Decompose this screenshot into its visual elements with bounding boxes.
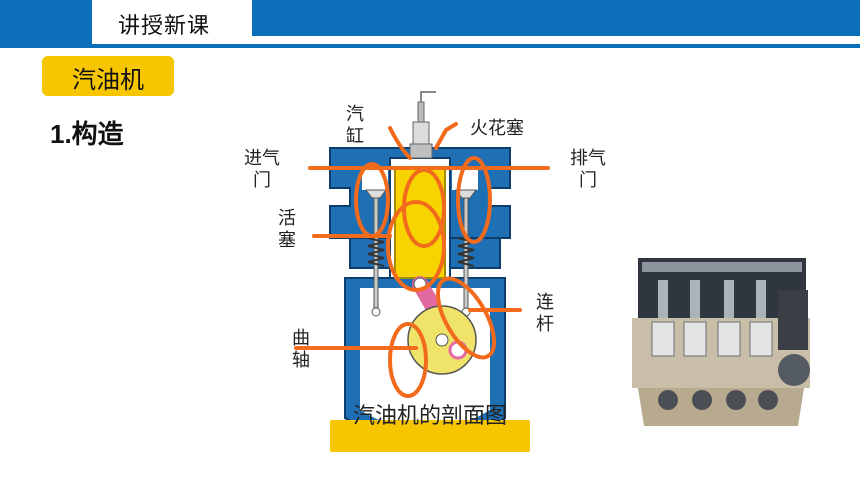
label-exhaust-valve: 排气门 — [570, 148, 606, 191]
label-intake-valve: 进气门 — [244, 148, 280, 191]
page-title: 讲授新课 — [118, 14, 211, 39]
diagram-caption: 汽油机的剖面图 — [352, 404, 507, 429]
label-cylinder: 汽缸 — [346, 104, 364, 147]
header-underline — [0, 44, 860, 48]
engine-photo — [632, 258, 810, 426]
annotation-marks — [294, 122, 550, 398]
caption-highlight — [330, 420, 530, 452]
section-badge: 汽油机 — [42, 56, 174, 96]
section-badge-label: 汽油机 — [72, 66, 144, 94]
piston — [394, 167, 446, 279]
spark-plug — [409, 91, 436, 159]
engine-cross-section-diagram — [294, 91, 550, 444]
header-bar — [0, 0, 860, 48]
header-accent-left — [0, 0, 92, 44]
header-accent-right — [252, 0, 860, 36]
label-spark-plug: 火花塞 — [470, 118, 524, 139]
subheading: 1.构造 — [50, 119, 124, 149]
intake-valve — [365, 189, 387, 317]
label-piston: 活塞 — [278, 208, 296, 251]
header-title-tab — [92, 0, 252, 44]
label-crankshaft: 曲轴 — [292, 328, 310, 371]
label-connecting-rod: 连杆 — [536, 292, 554, 335]
